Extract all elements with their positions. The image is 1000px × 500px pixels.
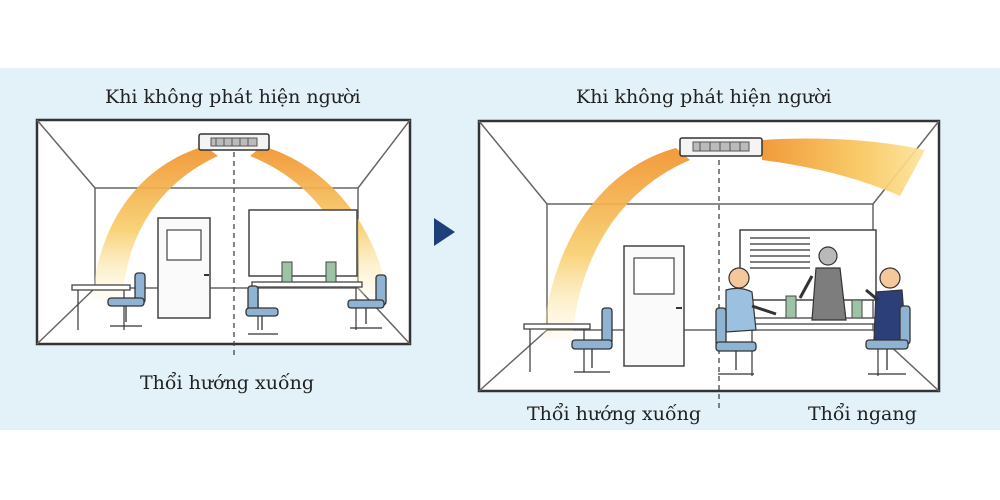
left-scene-title: Khi không phát hiện người xyxy=(105,86,361,108)
right-door xyxy=(623,245,685,367)
right-scene-horizontal-label: Thổi ngang xyxy=(808,403,917,425)
left-door xyxy=(157,217,211,319)
transition-arrow-icon xyxy=(434,218,455,246)
right-ac-unit-icon xyxy=(679,137,763,157)
right-airflow xyxy=(542,138,925,340)
left-whiteboard xyxy=(248,209,358,277)
left-chairs xyxy=(107,272,387,335)
right-scene-downward-label: Thổi hướng xuống xyxy=(527,403,701,425)
right-people xyxy=(725,246,907,341)
right-chairs xyxy=(571,305,911,375)
left-office-furniture xyxy=(71,261,363,330)
right-whiteboard xyxy=(739,229,877,301)
left-ac-unit-icon xyxy=(198,133,270,151)
left-scene-downward-label: Thổi hướng xuống xyxy=(140,372,314,394)
right-scene-title: Khi không phát hiện người xyxy=(576,86,832,108)
